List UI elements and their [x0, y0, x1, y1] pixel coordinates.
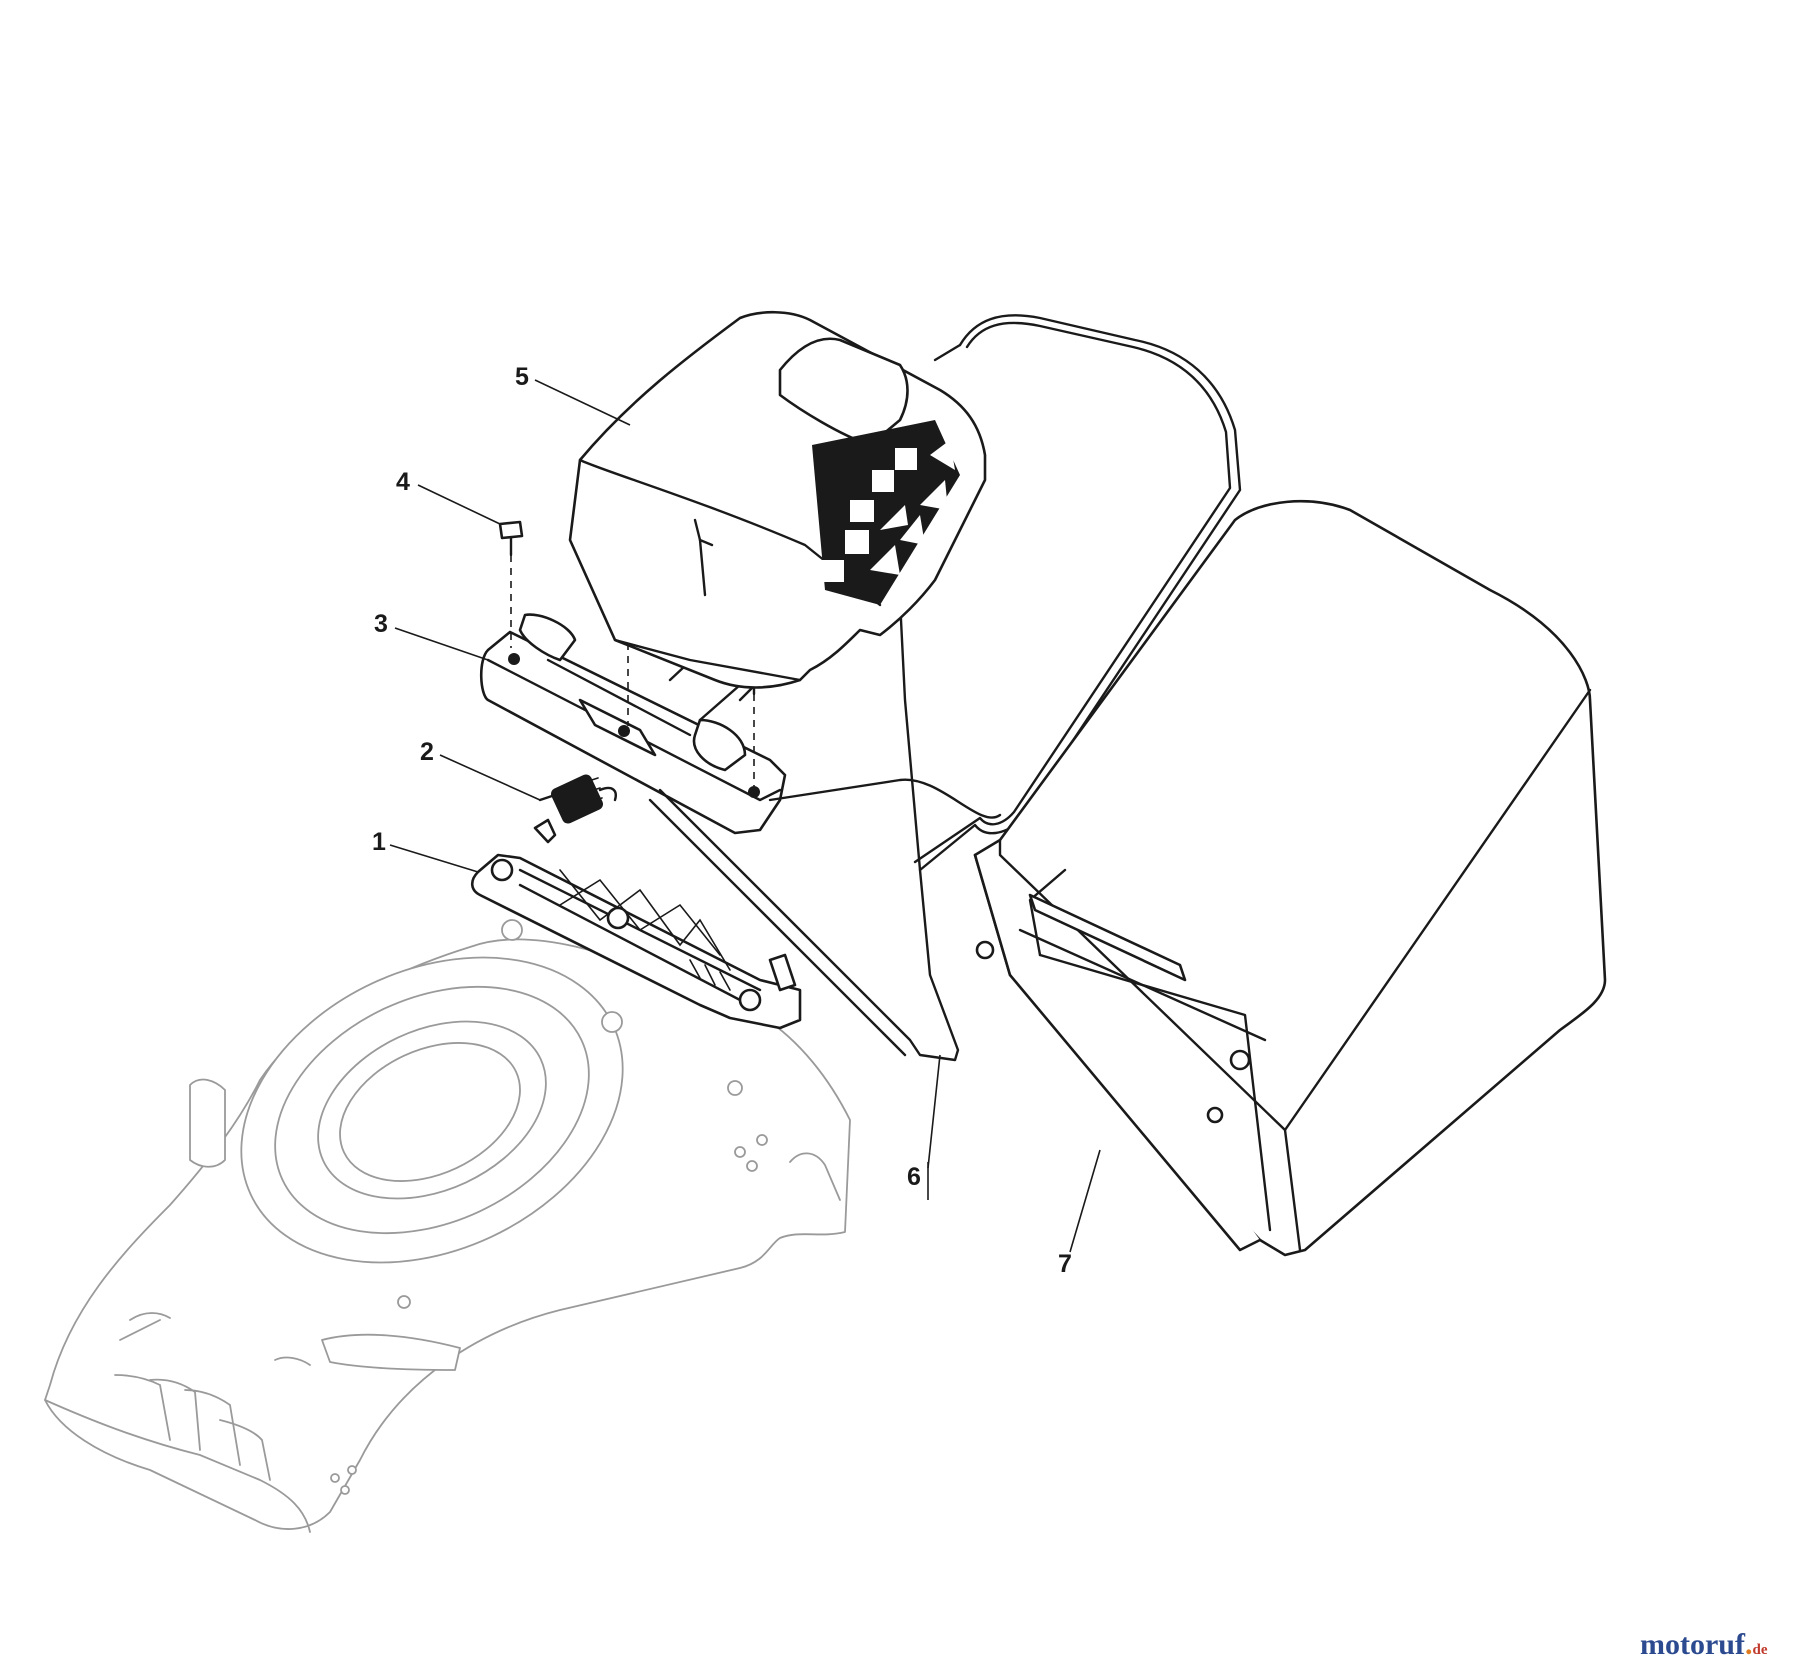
callout-5: 5 [515, 363, 631, 426]
callout-7: 7 [1058, 1149, 1101, 1278]
hinge-bar [479, 613, 787, 835]
grass-collection-box [973, 500, 1607, 1257]
svg-text:3: 3 [374, 610, 388, 638]
callout-1: 1 [372, 828, 479, 873]
mower-deck [44, 919, 851, 1533]
svg-text:6: 6 [907, 1163, 921, 1191]
hinge-base [470, 818, 802, 1030]
svg-text:1: 1 [372, 828, 386, 856]
callouts: 1 2 3 4 5 6 7 [372, 363, 1101, 1278]
callout-3: 3 [374, 610, 489, 661]
watermark-logo: motoruf.de [1640, 1628, 1768, 1661]
callout-2: 2 [420, 738, 541, 801]
svg-text:7: 7 [1058, 1250, 1072, 1278]
callout-4: 4 [396, 468, 501, 525]
svg-text:4: 4 [396, 468, 410, 496]
svg-text:5: 5 [515, 363, 529, 391]
grass-box-lid [568, 310, 987, 689]
torsion-spring [538, 774, 617, 824]
lid-label-panel [812, 420, 960, 605]
svg-text:2: 2 [420, 738, 434, 766]
callout-6: 6 [907, 1054, 941, 1200]
